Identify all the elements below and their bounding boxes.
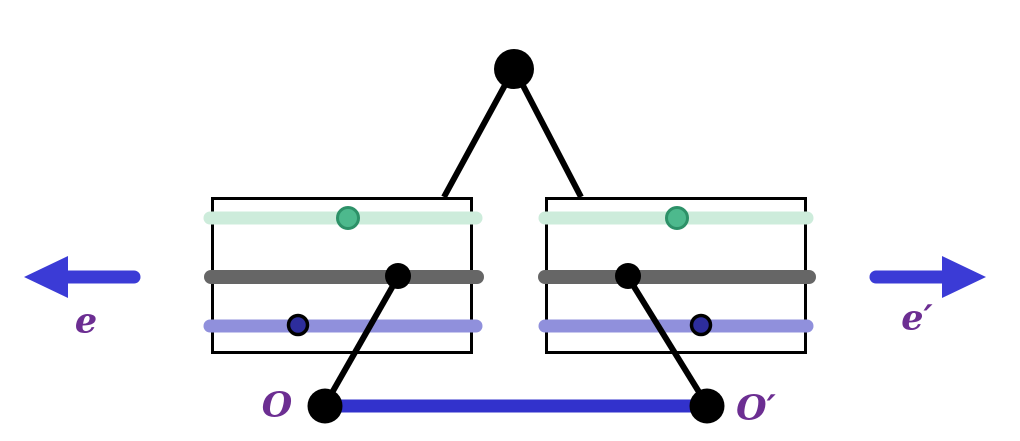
right-node-to-O-prime-edge: [625, 275, 710, 407]
label-e-prime: e′: [901, 297, 933, 339]
label-e: e: [74, 300, 98, 342]
apex-to-right-box-edge: [514, 72, 584, 199]
apex-node: [494, 49, 534, 89]
left-arrow-head: [24, 256, 68, 298]
left-node-to-O-edge: [322, 275, 401, 407]
right-gray-rail-node: [615, 263, 641, 289]
label-O-prime: O′: [736, 387, 776, 429]
left-gray-rail-node: [385, 263, 411, 289]
O-prime-node: [689, 388, 725, 424]
left-green-rail-node: [336, 206, 360, 230]
right-navy-rail-node: [689, 313, 713, 337]
O-node: [307, 388, 343, 424]
apex-to-left-box-edge: [441, 72, 514, 199]
right-green-rail-node: [665, 206, 689, 230]
right-arrow-head: [942, 256, 986, 298]
label-O: O: [261, 384, 293, 426]
left-navy-rail-node: [286, 313, 310, 337]
